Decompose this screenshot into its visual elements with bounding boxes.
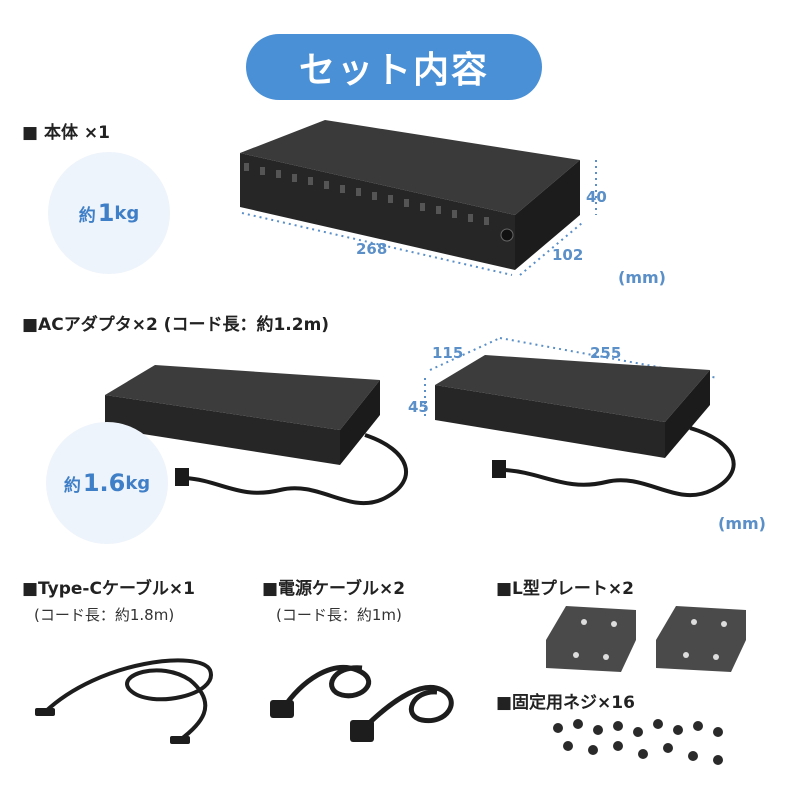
ac-adapter-illustration-1 [105,365,408,505]
power-cable-sub: (コード長：約1m) [276,606,402,624]
weight-unit: kg [125,472,151,494]
weight-value: 1 [97,199,115,227]
l-plate-illustration [546,606,746,672]
dim-width-label: 268 [356,240,388,258]
l-plate-label: ■L型プレート×2 [496,579,634,599]
weight-unit: kg [114,202,140,224]
dim-depth-label: 102 [552,246,584,264]
power-cable-illustration [270,664,454,742]
main-unit-label: ■ 本体 ×1 [22,123,110,143]
adapter-dim-height-label: 45 [408,398,429,416]
weight-value: 1.6 [82,469,126,497]
usb-hub-illustration [240,120,597,276]
screws-illustration [553,719,723,765]
dim-height-label: 40 [586,188,607,206]
typec-cable-illustration [35,658,213,744]
page-title: セット内容 [246,34,542,100]
main-unit-mm-label: (mm) [618,268,666,287]
adapter-dim-depth-label: 115 [432,344,464,362]
ac-adapter-illustration-2 [424,337,736,497]
power-cable-label: ■電源ケーブル×2 [262,579,406,599]
adapter-weight-badge: 約 1.6 kg [46,422,168,544]
typec-cable-sub: (コード長：約1.8m) [34,606,175,624]
adapter-dim-width-label: 255 [590,344,622,362]
adapter-mm-label: (mm) [718,514,766,533]
weight-prefix: 約 [63,475,81,496]
weight-prefix: 約 [78,205,96,226]
typec-cable-label: ■Type-Cケーブル×1 [22,579,196,599]
adapter-label: ■ACアダプタ×2 (コード長：約1.2m) [22,315,330,335]
main-unit-weight-badge: 約 1 kg [48,152,170,274]
screws-label: ■固定用ネジ×16 [496,693,635,713]
